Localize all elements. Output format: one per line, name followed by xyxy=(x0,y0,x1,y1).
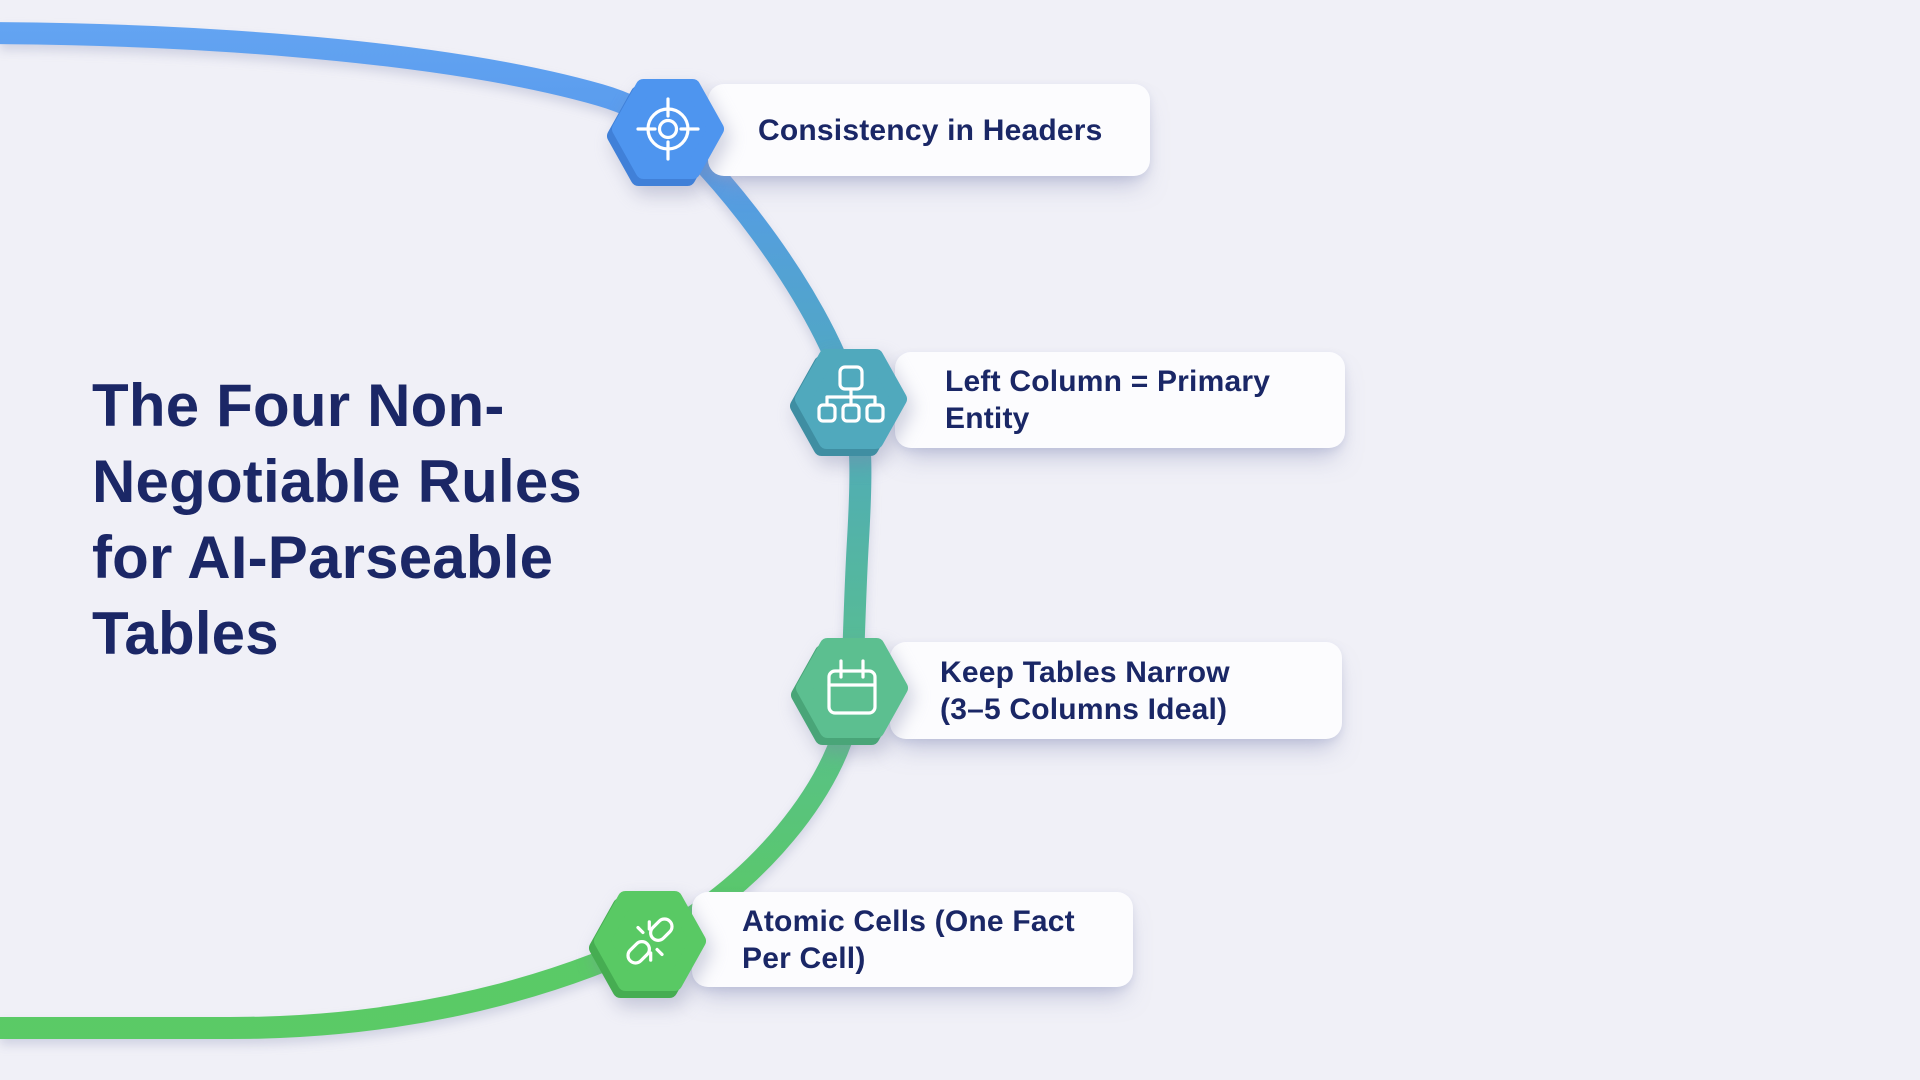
hex-face xyxy=(612,79,724,179)
title-line: Tables xyxy=(92,600,279,667)
hex-face xyxy=(796,638,908,738)
page-title: The Four Non- Negotiable Rules for AI-Pa… xyxy=(92,368,752,672)
title-line: Negotiable Rules xyxy=(92,448,582,515)
title-line: The Four Non- xyxy=(92,372,505,439)
broken-link-icon xyxy=(626,917,674,965)
step-label-line: (3–5 Columns Ideal) xyxy=(940,692,1228,726)
step-label: Atomic Cells (One Fact Per Cell) xyxy=(742,903,1075,977)
step-label-line: Left Column = Primary xyxy=(945,365,1271,398)
hex-node-left-column xyxy=(790,349,907,456)
calendar-icon xyxy=(827,659,877,715)
step-label: Left Column = Primary Entity xyxy=(945,363,1270,437)
step-label-line: Consistency in Headers xyxy=(758,113,1103,147)
step-card-narrow-tables: Keep Tables Narrow (3–5 Columns Ideal) xyxy=(890,642,1342,739)
hierarchy-icon xyxy=(817,365,885,423)
step-card-consistency: Consistency in Headers xyxy=(708,84,1150,176)
step-label-line: Entity xyxy=(945,402,1030,435)
hex-node-consistency xyxy=(607,79,724,186)
step-card-atomic-cells: Atomic Cells (One Fact Per Cell) xyxy=(692,892,1133,987)
step-label-line: Per Cell) xyxy=(742,941,866,975)
step-label: Keep Tables Narrow (3–5 Columns Ideal) xyxy=(940,654,1230,728)
step-label-line: Keep Tables Narrow xyxy=(940,655,1230,689)
step-label: Consistency in Headers xyxy=(758,112,1103,149)
target-icon xyxy=(636,97,700,161)
hex-node-atomic-cells xyxy=(589,891,706,998)
hex-node-narrow-tables xyxy=(791,638,908,745)
step-card-left-column: Left Column = Primary Entity xyxy=(895,352,1345,448)
hex-face xyxy=(594,891,706,991)
step-label-line: Atomic Cells (One Fact xyxy=(742,904,1075,938)
title-line: for AI-Parseable xyxy=(92,524,554,591)
